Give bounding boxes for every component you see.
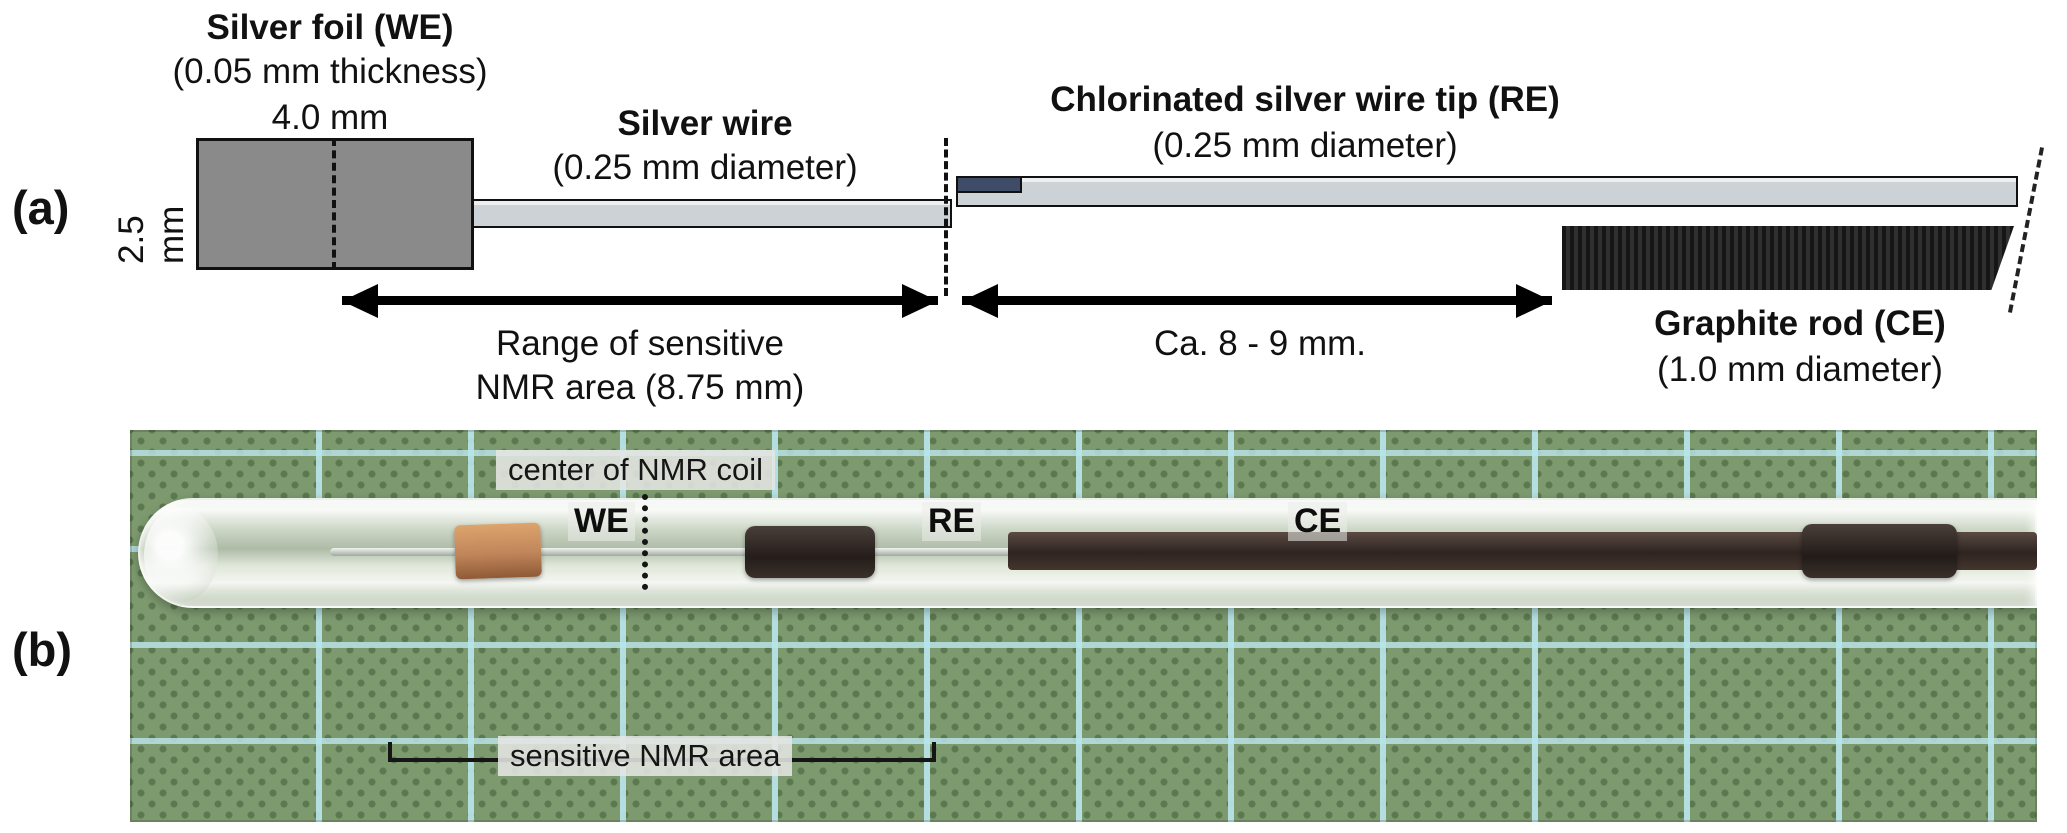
silver-foil-thickness: (0.05 mm thickness)	[172, 52, 488, 91]
graphite-rod-diameter: (1.0 mm diameter)	[1657, 350, 1943, 389]
ce-heat-shrink-band	[1802, 524, 1957, 578]
photo-cutting-mat: center of NMR coil WE RE CE sensitive NM…	[130, 430, 2037, 822]
silver-foil-height-dimension: 2.5 mm	[112, 205, 191, 264]
graphite-rod-shape	[1562, 226, 2014, 290]
re-wire-title: Chlorinated silver wire tip (RE)	[1050, 80, 1560, 119]
silver-foil-width-dimension: 4.0 mm	[271, 98, 389, 137]
coil-center-dashed-line	[332, 138, 336, 270]
chlorinated-tip-shape	[956, 176, 1022, 193]
coil-center-dotted-line	[642, 494, 648, 590]
we-label: WE	[568, 502, 635, 541]
re-wire-diameter: (0.25 mm diameter)	[1152, 126, 1458, 165]
re-distance-label: Ca. 8 - 9 mm.	[1154, 324, 1366, 363]
sensitive-area-label: sensitive NMR area	[498, 736, 793, 776]
glass-tube-cap-highlight	[144, 508, 218, 602]
ce-label: CE	[1288, 502, 1348, 541]
re-heat-shrink-band	[745, 526, 875, 578]
nmr-range-label: Range of sensitive NMR area (8.75 mm)	[370, 322, 910, 410]
silver-wire-diameter: (0.25 mm diameter)	[552, 148, 858, 187]
nmr-range-label-line2: NMR area (8.75 mm)	[475, 368, 805, 408]
silver-wire-title: Silver wire	[617, 104, 793, 143]
nmr-range-arrow	[342, 283, 938, 318]
silver-foil-title: Silver foil (WE)	[206, 8, 454, 47]
silver-foil-shape	[196, 138, 474, 270]
coil-center-label: center of NMR coil	[496, 450, 775, 490]
silver-wire-shape	[472, 199, 952, 228]
panel-b-label: (b)	[12, 623, 73, 676]
re-wire-shape	[956, 176, 2018, 207]
panel-a-label: (a)	[12, 181, 70, 234]
nmr-range-label-line1: Range of sensitive	[496, 324, 784, 363]
cutoff-dashed-line	[2008, 147, 2044, 313]
section-divider-dashed-line	[944, 138, 948, 296]
we-copper-foil	[454, 522, 542, 580]
re-distance-arrow	[962, 283, 1552, 318]
graphite-rod-title: Graphite rod (CE)	[1654, 304, 1946, 343]
re-label: RE	[922, 502, 982, 541]
